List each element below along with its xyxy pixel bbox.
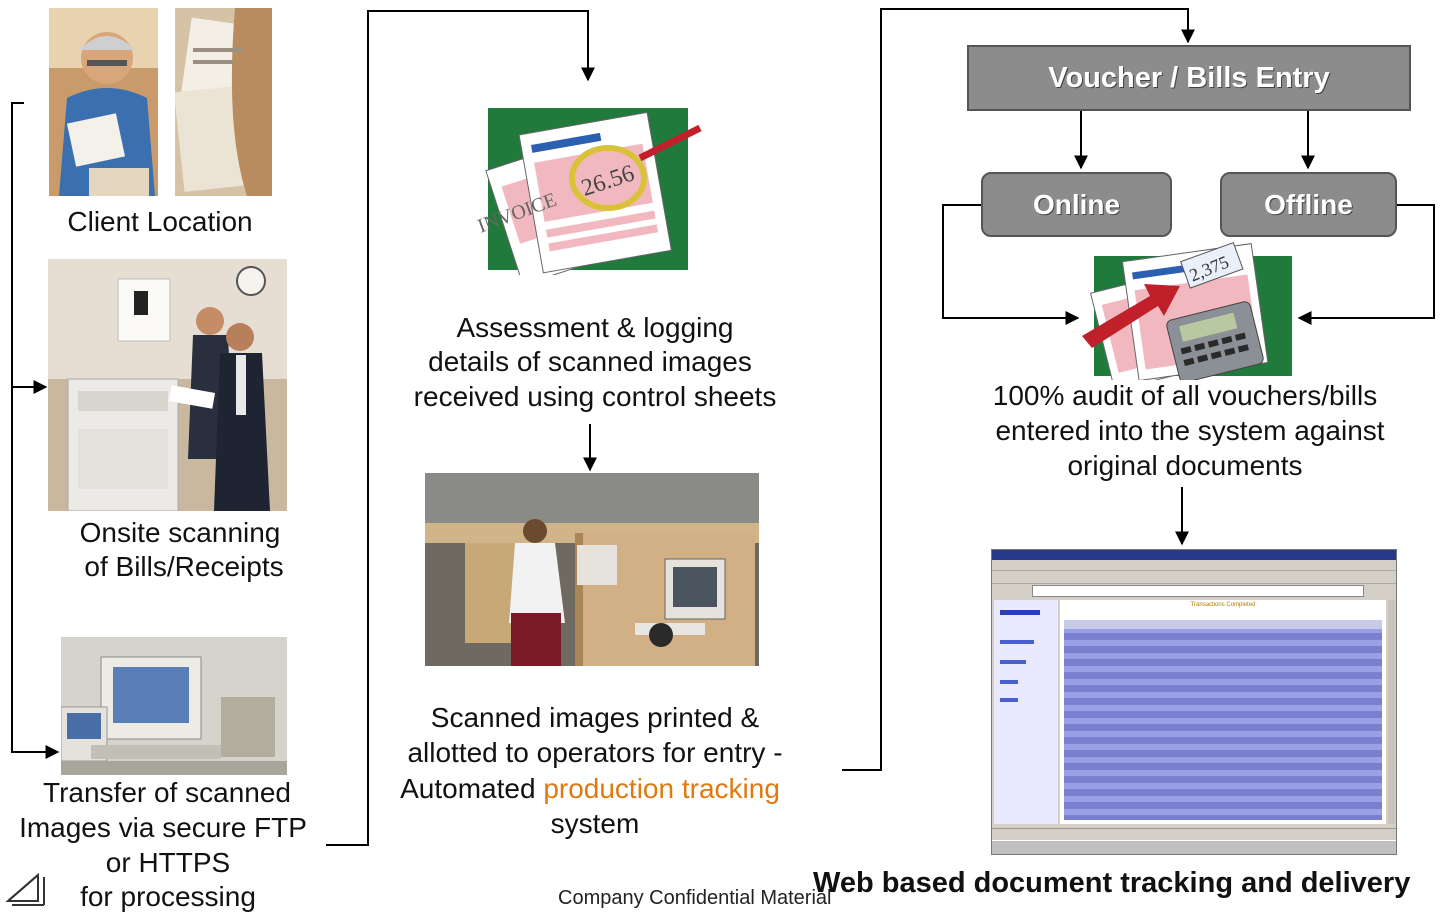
web-app-screenshot: Transactions Completed xyxy=(991,549,1397,855)
operators-office-photo xyxy=(425,473,759,666)
assessment-line1: Assessment & logging xyxy=(456,312,734,343)
transfer-computer-photo xyxy=(61,637,287,775)
screenshot-menubar xyxy=(992,560,1396,571)
client-photo-man xyxy=(49,8,158,196)
transfer-line4: for processing xyxy=(80,881,256,912)
audit-line2: entered into the system against xyxy=(995,415,1385,446)
confidential-footer: Company Confidential Material xyxy=(558,887,832,909)
screenshot-table-header xyxy=(1064,620,1382,629)
web-based-tracking-title: Web based document tracking and delivery xyxy=(813,867,1411,899)
online-box: Online xyxy=(981,172,1172,237)
transfer-line1: Transfer of scanned xyxy=(43,777,291,808)
assessment-line3: received using control sheets xyxy=(413,381,777,412)
screenshot-toolbar xyxy=(992,571,1396,584)
assessment-line2: details of scanned images xyxy=(428,346,752,377)
audit-line3: original documents xyxy=(1067,450,1303,481)
screenshot-scrollbar xyxy=(1388,600,1395,824)
scanned-line4: system xyxy=(550,808,640,839)
offline-box: Offline xyxy=(1220,172,1397,237)
voucher-bills-entry-box: Voucher / Bills Entry xyxy=(967,45,1411,111)
screenshot-sidebar xyxy=(994,600,1058,824)
offline-label: Offline xyxy=(1264,188,1353,220)
transfer-line2: Images via secure FTP xyxy=(19,812,307,843)
client-photo-papers xyxy=(175,8,272,196)
onsite-scanning-photo xyxy=(48,259,287,511)
screenshot-titlebar xyxy=(992,550,1396,560)
screenshot-taskbar xyxy=(992,840,1396,854)
onsite-scanning-line2: of Bills/Receipts xyxy=(84,551,284,582)
invoice-illustration: INVOICE 26.56 xyxy=(470,100,710,286)
scanned-line2: allotted to operators for entry - xyxy=(407,737,783,768)
screenshot-table xyxy=(1064,620,1382,820)
audit-line1: 100% audit of all vouchers/bills xyxy=(992,380,1378,411)
left-to-middle-line xyxy=(326,10,595,846)
screenshot-banner: Transactions Completed xyxy=(1190,602,1256,608)
online-loop-line xyxy=(942,204,1080,325)
online-label: Online xyxy=(1032,188,1121,220)
left-bracket-line xyxy=(11,102,60,759)
offline-loop-line xyxy=(1297,204,1435,325)
production-tracking-highlight: production tracking xyxy=(543,773,780,804)
scanned-line3: Automated production tracking xyxy=(380,771,800,806)
screenshot-content: Transactions Completed xyxy=(1060,600,1386,824)
onsite-scanning-line1: Onsite scanning xyxy=(79,517,281,548)
transfer-line3: or HTTPS xyxy=(105,847,231,878)
scanned-line3-prefix: Automated xyxy=(400,773,544,804)
slide-corner-icon xyxy=(5,872,45,906)
voucher-bills-entry-label: Voucher / Bills Entry xyxy=(1048,61,1330,94)
client-location-label: Client Location xyxy=(67,206,253,237)
voucher-calculator-illustration: 2,375 xyxy=(1080,240,1300,391)
screenshot-statusbar xyxy=(992,828,1396,839)
screenshot-addressbar xyxy=(1032,585,1364,597)
scanned-line1: Scanned images printed & xyxy=(430,702,760,733)
middle-to-right-line xyxy=(842,8,1195,771)
